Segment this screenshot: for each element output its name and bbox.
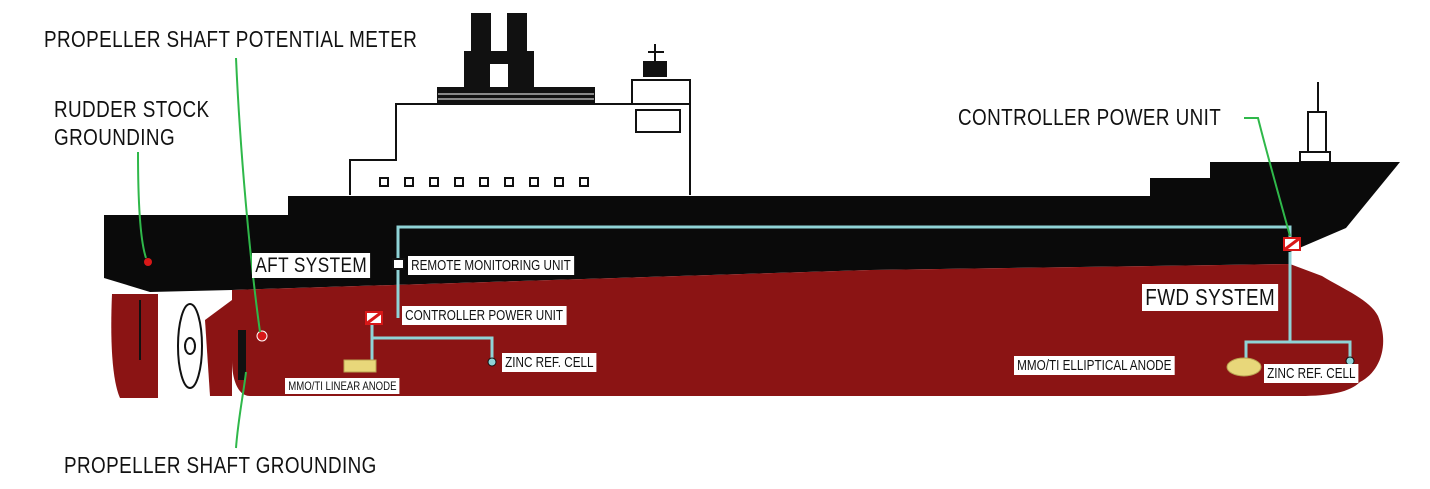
wheelhouse-top bbox=[643, 61, 667, 77]
label-controller-power-unit-aft: CONTROLLER POWER UNIT bbox=[402, 306, 567, 325]
shaft-potential-meter-icon bbox=[256, 330, 268, 342]
funnel-left-stack bbox=[471, 13, 491, 57]
zinc-ref-cell-aft-icon bbox=[487, 357, 497, 367]
lifeboat-deck bbox=[437, 87, 595, 105]
funnel-slot bbox=[490, 64, 508, 90]
mmo-ti-linear-anode-icon bbox=[343, 359, 377, 373]
label-mmo-ti-elliptical-anode: MMO/TI ELLIPTICAL ANODE bbox=[1014, 356, 1175, 375]
mmo-ti-elliptical-anode-icon bbox=[1226, 357, 1262, 377]
accommodation-block bbox=[349, 79, 691, 195]
rudder bbox=[111, 294, 158, 398]
equipment bbox=[144, 236, 1355, 377]
label-rudder-stock-grounding-line1: RUDDER STOCK bbox=[54, 96, 210, 122]
stern-gear bbox=[111, 294, 246, 398]
remote-monitoring-unit-icon bbox=[392, 258, 405, 270]
label-rudder-stock-grounding-line2: GROUNDING bbox=[54, 124, 176, 150]
label-remote-monitoring-unit: REMOTE MONITORING UNIT bbox=[408, 256, 574, 275]
label-propeller-shaft-potential-meter: PROPELLER SHAFT POTENTIAL METER bbox=[44, 26, 418, 52]
leader-lines bbox=[137, 57, 1291, 449]
forward-mast bbox=[1299, 82, 1331, 163]
label-mmo-ti-linear-anode: MMO/TI LINEAR ANODE bbox=[285, 378, 400, 394]
rudder-stock-grounding-icon bbox=[144, 258, 152, 266]
label-zinc-ref-cell-fwd: ZINC REF. CELL bbox=[1264, 364, 1359, 383]
funnel-right-stack bbox=[507, 13, 527, 57]
label-propeller-shaft-grounding: PROPELLER SHAFT GROUNDING bbox=[64, 452, 377, 478]
label-fwd-system: FWD SYSTEM bbox=[1142, 284, 1279, 311]
portholes bbox=[379, 177, 589, 187]
label-aft-system: AFT SYSTEM bbox=[252, 253, 371, 278]
label-zinc-ref-cell-aft: ZINC REF. CELL bbox=[502, 353, 597, 372]
label-controller-power-unit-fwd: CONTROLLER POWER UNIT bbox=[958, 104, 1222, 130]
superstructure bbox=[349, 13, 691, 195]
propeller-shaft bbox=[238, 330, 246, 380]
